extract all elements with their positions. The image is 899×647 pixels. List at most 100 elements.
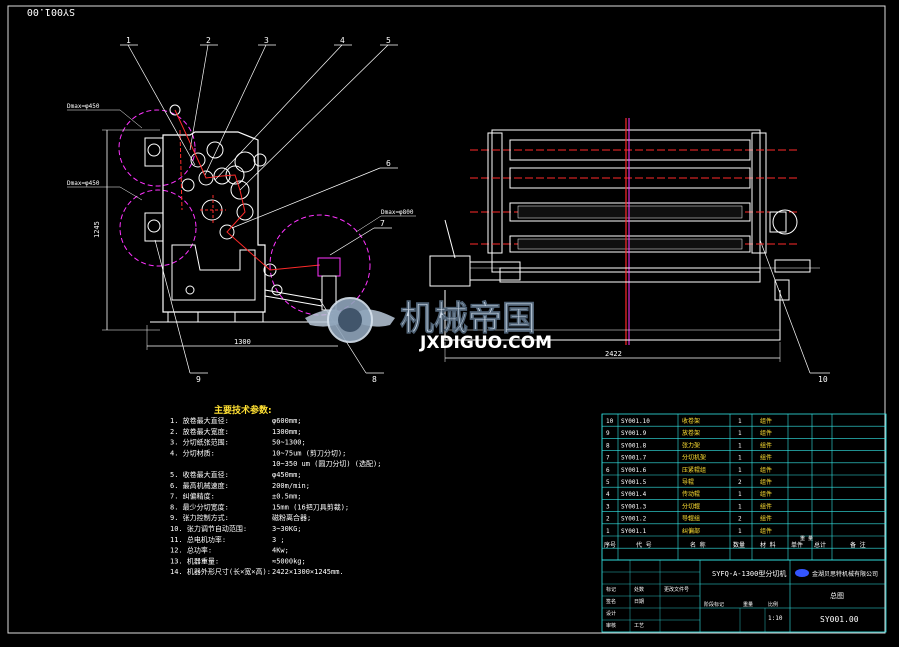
- bom-no: 1: [606, 528, 610, 535]
- tech-value: 3 ;: [272, 536, 285, 544]
- tech-value: ≈5000kg;: [272, 557, 306, 565]
- tb-label-sign: 签名: [606, 598, 616, 605]
- bom-code: SY001.7: [621, 455, 647, 462]
- tech-label: 9. 张力控制方式:: [170, 513, 229, 522]
- lever: [444, 219, 456, 259]
- tb-label-date: 日期: [634, 599, 644, 605]
- bom-header-cell: 数量: [733, 541, 745, 549]
- bom-material: 组件: [760, 527, 772, 535]
- tech-value: ±0.5mm;: [272, 493, 302, 501]
- bom-name: 传动辊: [682, 490, 700, 498]
- bom-code: SY001.8: [621, 442, 647, 449]
- bom-code: SY001.10: [621, 418, 650, 425]
- tech-label: 14. 机器外形尺寸(长×宽×高):: [170, 567, 271, 576]
- tech-value: 2422×1300×1245mm.: [272, 568, 344, 576]
- drawing-border: [7, 5, 886, 634]
- tech-label: 6. 最高机械速度:: [170, 481, 229, 490]
- tech-label: 11. 总电机功率:: [170, 535, 226, 544]
- tb-label-change: 更改文件号: [664, 586, 689, 593]
- balloon-9: 9: [196, 375, 201, 384]
- bom-code: SY001.9: [621, 430, 647, 437]
- tech-value: 15mm (16把刀具剪裁);: [272, 502, 349, 511]
- bom-qty: 2: [738, 516, 742, 523]
- dim-width-left-text: 1300: [234, 338, 251, 346]
- bom-no: 4: [606, 491, 610, 498]
- dmax-lower-text: Dmax=φ450: [67, 180, 100, 187]
- bom-material: 组件: [760, 466, 772, 474]
- tech-label: 4. 分切材质:: [170, 448, 215, 457]
- tb-drawing-code: SY001.00: [820, 615, 859, 624]
- main-frame: [162, 131, 266, 313]
- bom-no: 9: [606, 430, 610, 437]
- tech-value: 10~350 um (圆刀分切) (选配);: [272, 459, 381, 468]
- balloon-8: 8: [372, 375, 377, 384]
- upper-bearing-block: [144, 137, 164, 167]
- bom-name: 分切辊: [682, 502, 700, 510]
- bom-header-cell: 备 注: [850, 541, 866, 549]
- bom-name: 张力架: [682, 441, 700, 449]
- tb-label-weight: 重量: [743, 601, 753, 608]
- tech-rows: 1. 放卷最大直径:φ600mm;2. 放卷最大宽度:1300mm;3. 分切纸…: [170, 416, 381, 576]
- tb-company: 金湖贝思特机械有限公司: [812, 570, 878, 578]
- tb-label-count: 处数: [634, 586, 644, 593]
- bom-no: 10: [606, 418, 614, 425]
- drawing-code-corner: SY001.00: [27, 6, 75, 17]
- bom-no: 3: [606, 503, 610, 510]
- bom-qty: 1: [738, 491, 742, 498]
- tb-label-review: 审核: [606, 622, 616, 629]
- tech-value: φ600mm;: [272, 417, 302, 425]
- handwheel: [772, 209, 798, 235]
- bom-header-cell: 单件: [791, 541, 803, 549]
- dim-width-right-text: 2422: [605, 350, 622, 358]
- tech-value: 50~1300;: [272, 439, 306, 447]
- tb-drawing-name: 总图: [830, 591, 844, 600]
- bom-name: 分切机架: [682, 454, 706, 462]
- bom-material: 组件: [760, 478, 772, 486]
- lower-frame-panel: [171, 244, 256, 301]
- bom-header-cell: 材 料: [760, 541, 776, 549]
- title-block: 标记 处数 更改文件号 签名 日期 设计 审核 工艺 阶段标记 重量 比例 1:…: [601, 559, 887, 633]
- bom-qty: 1: [738, 430, 742, 437]
- lower-bearing-block: [144, 212, 164, 242]
- upper-shaft: [147, 143, 161, 157]
- tech-label: 7. 纠偏精度:: [170, 492, 215, 501]
- tech-label: 2. 放卷最大宽度:: [170, 427, 229, 436]
- corner-code-text: SY001.00: [27, 6, 75, 17]
- bom-header-cell: 总计: [814, 541, 826, 549]
- base-foot-right: [234, 311, 264, 323]
- tb-label-process: 工艺: [634, 623, 644, 629]
- balloon-1: 1: [126, 36, 131, 45]
- tech-title: 主要技术参数:: [214, 404, 272, 416]
- bom-header-cell: 名 称: [690, 541, 706, 549]
- dmax-upper-text: Dmax=φ450: [67, 103, 100, 110]
- tech-value: 3~30KG;: [272, 525, 302, 533]
- bom-name: 收卷架: [682, 417, 700, 425]
- dim-height-text: 1245: [93, 221, 101, 238]
- bom-material: 组件: [760, 515, 772, 523]
- tech-value: 1300mm;: [272, 428, 302, 436]
- watermark-cn: 机械帝国: [400, 299, 536, 339]
- tech-label: 1. 放卷最大直径:: [170, 416, 229, 425]
- front-lower-frame: [444, 290, 781, 341]
- left-end-plate: [487, 132, 503, 254]
- base-foot-left: [167, 311, 199, 323]
- watermark-en: JXDIGUO.COM: [419, 333, 552, 353]
- bom-no: 7: [606, 455, 610, 462]
- bom-name: 导辊组: [682, 515, 700, 523]
- bom-code: SY001.1: [621, 528, 647, 535]
- front-base-beam: [499, 267, 761, 283]
- balloon-5: 5: [386, 36, 391, 45]
- tension-box: [317, 257, 341, 277]
- tech-value: 磁粉离合器;: [272, 513, 311, 522]
- bom-name: 导辊: [682, 478, 694, 486]
- bom-code: SY001.4: [621, 491, 647, 498]
- bom-no: 6: [606, 467, 610, 474]
